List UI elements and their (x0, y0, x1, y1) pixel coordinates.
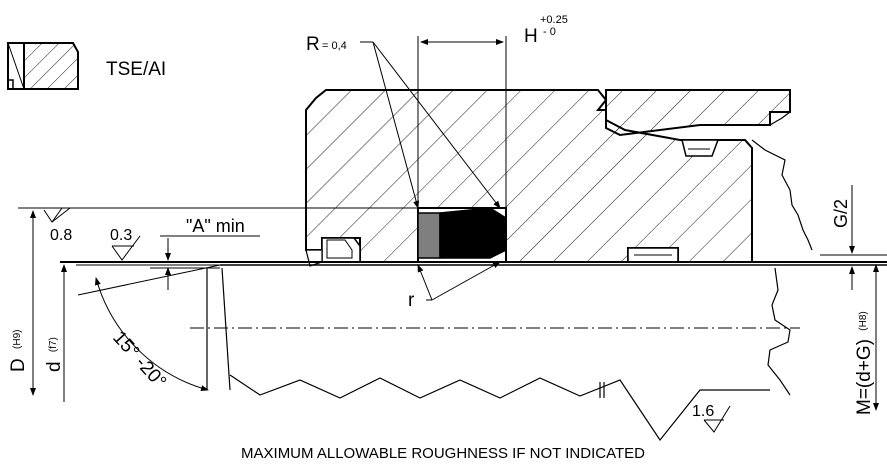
groove-tolerance: (H8) (858, 311, 869, 330)
rod-diameter-symbol: d (44, 361, 65, 372)
radius-label: R (306, 34, 320, 55)
width-tolerance-upper: +0.25 (540, 14, 568, 26)
profile-label: TSE/AI (106, 59, 166, 80)
bore-tolerance: (H9) (12, 330, 23, 349)
footer-note: MAXIMUM ALLOWABLE ROUGHNESS IF NOT INDIC… (241, 445, 645, 462)
roughness-symbol-rod (111, 235, 141, 261)
fillet-label: r (408, 290, 415, 311)
bore-diameter-label: D (H9) (8, 330, 29, 372)
groove-diameter-formula: M=(d+G) (854, 339, 875, 415)
half-gap-label: G/2 (831, 199, 851, 228)
groove-diameter-label: M=(d+G) (H8) (854, 311, 875, 415)
roughness-symbol-bore (43, 207, 80, 223)
width-tolerance-lower: - 0 (543, 26, 556, 38)
chamfer-angle-label: 15° -20° (108, 327, 170, 392)
rod-diameter-label: d (f7) (44, 337, 65, 372)
bore-diameter-symbol: D (8, 358, 29, 372)
roughness-symbol-surface (703, 405, 731, 433)
bore-roughness: 0.8 (50, 227, 72, 244)
rod (60, 261, 887, 442)
gland-plate (605, 89, 791, 157)
wiper-groove-right (627, 247, 679, 263)
break-line-upper (769, 111, 791, 126)
width-label: H (524, 26, 538, 47)
seal-element (417, 207, 507, 259)
dimension-lines (18, 36, 887, 411)
a-min-label: "A" min (186, 216, 245, 236)
seal-profile-icon (7, 42, 79, 90)
surface-roughness: 1.6 (692, 403, 714, 420)
rod-tolerance: (f7) (48, 337, 59, 352)
break-line-right (751, 139, 813, 251)
radius-value: = 0,4 (322, 40, 347, 52)
rod-roughness: 0.3 (110, 227, 132, 244)
